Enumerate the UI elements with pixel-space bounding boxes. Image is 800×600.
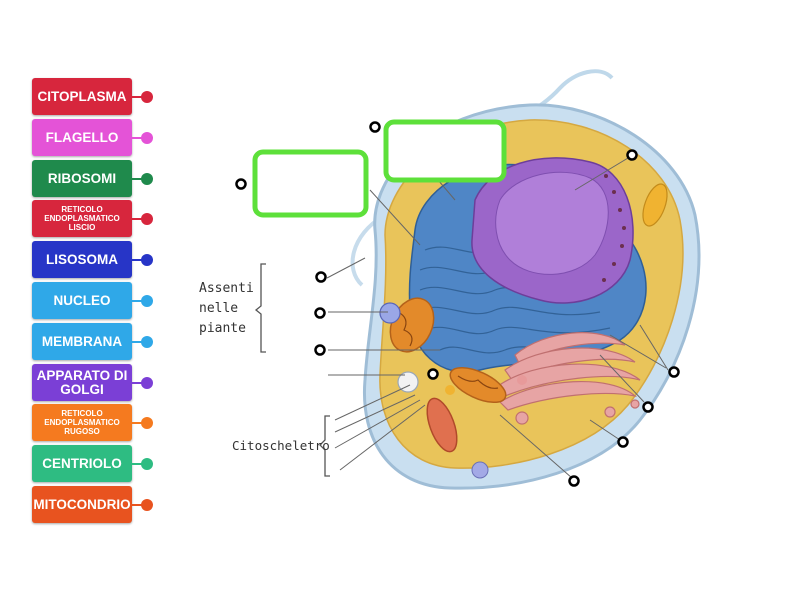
hotspot-membrane[interactable] [570, 477, 579, 486]
answer-box-top[interactable] [386, 122, 504, 180]
answer-box-left[interactable] [255, 152, 366, 215]
hotspot-absent-1[interactable] [317, 273, 326, 282]
hotspot-absent-2[interactable] [316, 309, 325, 318]
absent-label-line2: nelle [199, 301, 238, 316]
hotspot-vesicle[interactable] [619, 438, 628, 447]
hotspot-left-box[interactable] [237, 180, 246, 189]
absent-label-line1: Assenti [199, 281, 254, 296]
nucleolus-shape [496, 172, 609, 274]
hotspot-er[interactable] [670, 368, 679, 377]
absent-brace [256, 264, 266, 352]
hotspot-flagellum[interactable] [371, 123, 380, 132]
hotspot-centriole[interactable] [429, 370, 438, 379]
cytoskeleton-label: Citoscheletro [232, 438, 330, 453]
hotspot-golgi[interactable] [644, 403, 653, 412]
absent-label-line3: piante [199, 321, 246, 336]
hotspot-absent-3[interactable] [316, 346, 325, 355]
hotspot-nucleus[interactable] [628, 151, 637, 160]
